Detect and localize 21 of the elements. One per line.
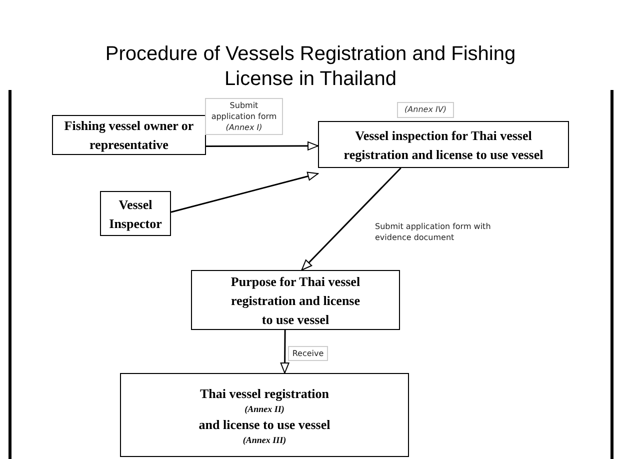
hollow-arrow [301, 167, 402, 271]
box-text: Purpose for Thai vessel registration and license to use vessel [230, 272, 362, 328]
hollow-arrow [206, 141, 318, 150]
annex-note: (Annex IV) [397, 102, 454, 118]
box-text: Vessel Inspector [108, 196, 163, 232]
box-text: Vessel inspection for Thai vessel registration and license to use vessel [342, 126, 544, 164]
edge-label: Receive [288, 346, 328, 361]
process-box [52, 115, 206, 155]
edge-label: Submit application form (Annex I) [205, 98, 283, 135]
process-box [318, 121, 569, 168]
process-box [191, 270, 400, 330]
hollow-arrow [170, 172, 318, 213]
box-text: Thai vessel registration [200, 385, 330, 403]
box-text: Fishing vessel owner or representative [63, 117, 195, 154]
annex-note: (Annex III) [242, 434, 286, 446]
box-text: and license to use vessel [198, 416, 330, 434]
annex-note: (Annex II) [244, 403, 284, 415]
hollow-arrow [280, 330, 290, 374]
process-box [100, 191, 171, 236]
title: Procedure of Vessels Registration and Fishing License in Thailand [104, 42, 517, 92]
process-box [120, 373, 409, 457]
